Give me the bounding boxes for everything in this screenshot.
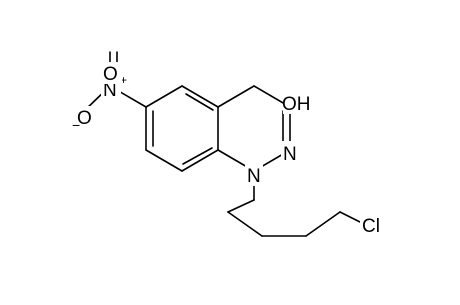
bond-c5-c4a	[181, 85, 219, 108]
charge-plus: +	[120, 73, 127, 87]
bond-c8a-c8-inner	[182, 147, 213, 165]
atom-oh: OH	[282, 94, 311, 115]
atom-n1: N	[247, 166, 261, 187]
bond-c6-c5	[145, 85, 183, 108]
bond-c8a-c8	[181, 149, 219, 172]
atom-nitro-n: N	[103, 80, 117, 101]
atom-nitro-o-left: O	[77, 108, 92, 129]
bond-chain-4	[305, 211, 341, 237]
bond-chain-1	[227, 199, 255, 213]
charge-minus: −	[72, 117, 80, 133]
bond-c4a-c4	[217, 85, 255, 108]
bond-c8-c7	[145, 149, 183, 172]
atom-cl: Cl	[362, 216, 380, 237]
atom-n-ring: N	[283, 144, 297, 165]
bond-c5-c4a-inner	[185, 93, 214, 111]
atom-nitro-o-top: O	[103, 64, 118, 85]
atom-labels: OH N N Cl N + O O −	[72, 62, 386, 237]
bond-chain-2	[227, 211, 263, 237]
